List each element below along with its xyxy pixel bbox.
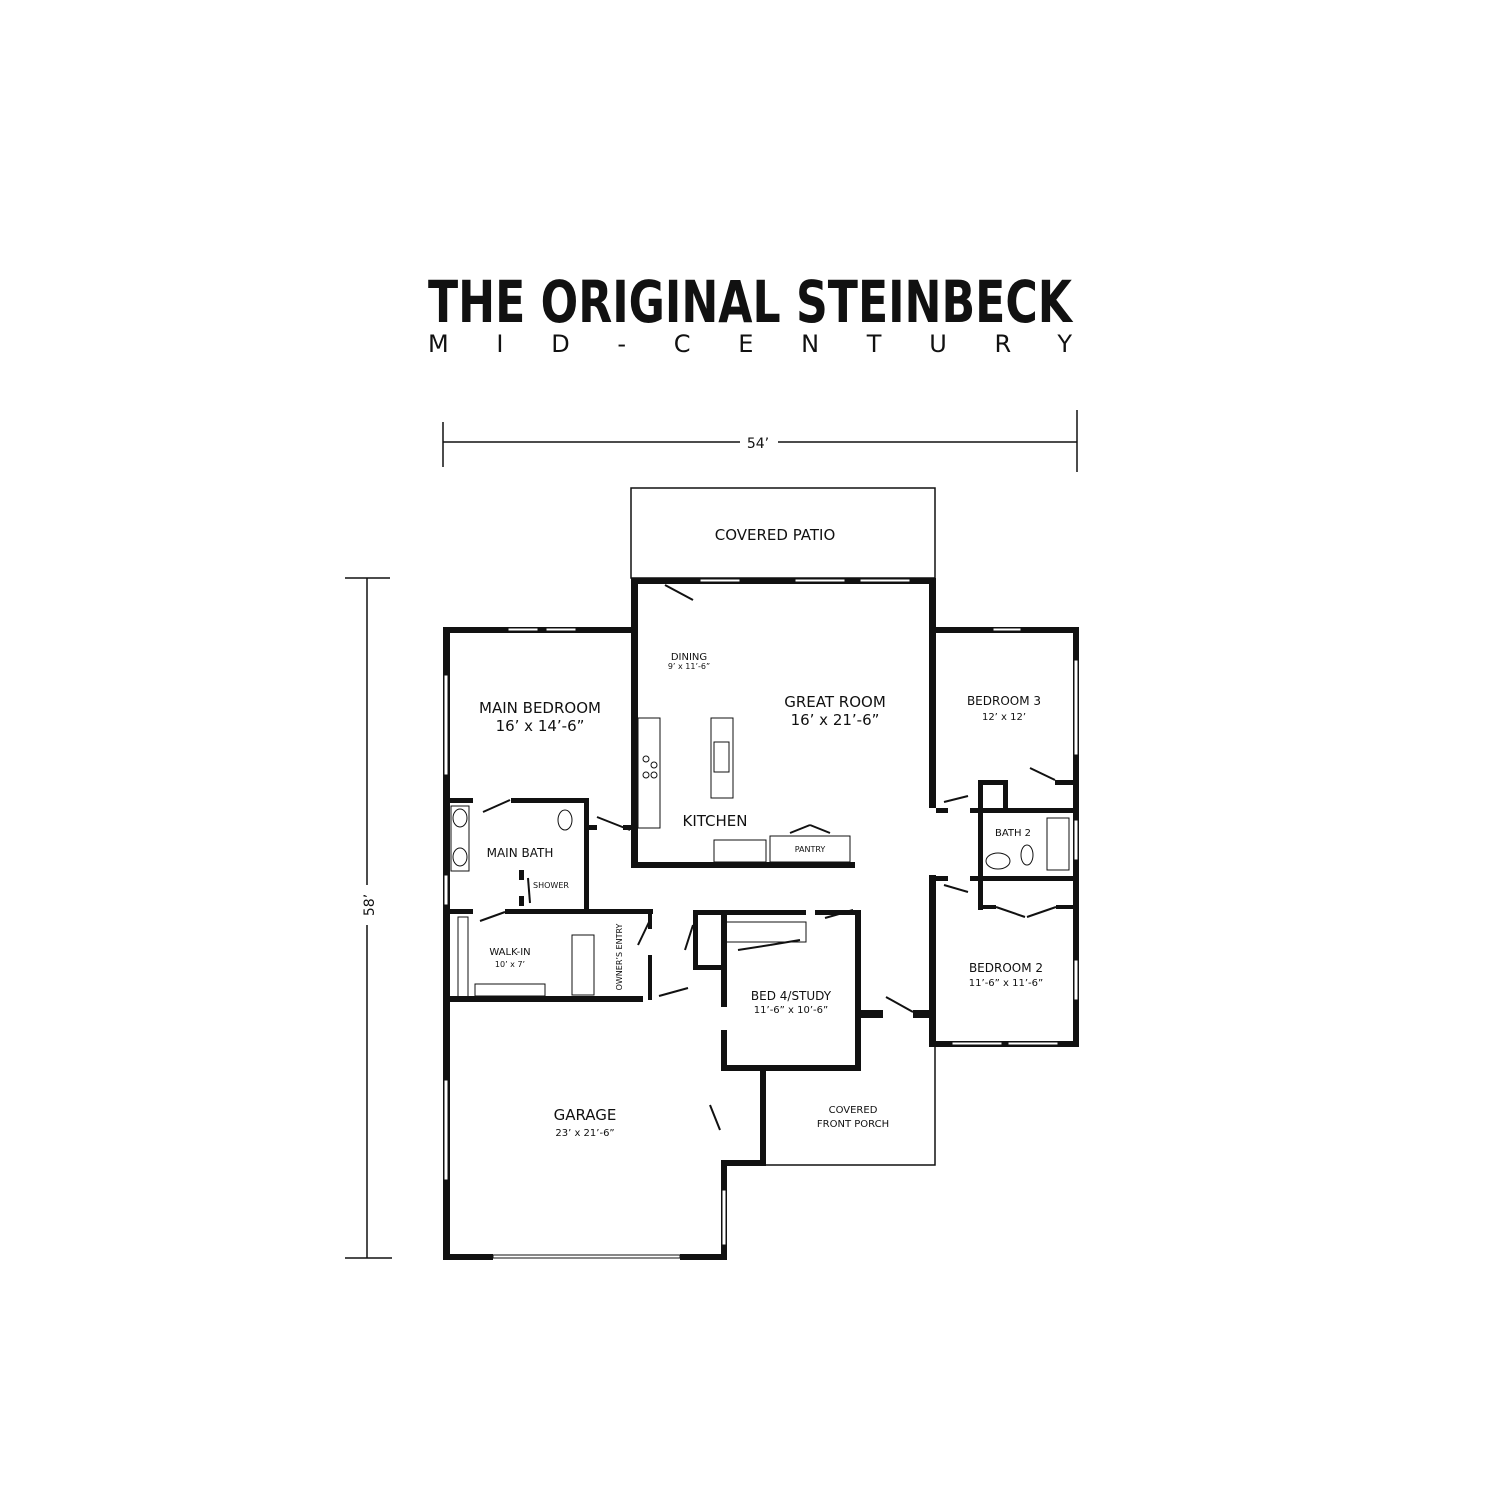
room-labels: COVERED PATIO DINING 9’ x 11’-6” GREAT R… — [479, 526, 1043, 1139]
bed4-label: BED 4/STUDY — [751, 989, 832, 1003]
main-bath-label: MAIN BATH — [487, 846, 554, 860]
kitchen-label: KITCHEN — [683, 812, 748, 830]
walls — [443, 578, 1079, 1260]
garage-size: 23’ x 21’-6” — [555, 1128, 614, 1139]
doors — [479, 584, 1057, 1131]
windows — [443, 578, 1079, 1259]
shower-label: SHOWER — [533, 881, 569, 890]
walk-in-size: 10’ x 7’ — [495, 960, 525, 969]
bedroom3-size: 12’ x 12’ — [982, 712, 1026, 723]
width-label: 54’ — [747, 436, 769, 452]
owners-entry-label: OWNER’S ENTRY — [615, 923, 624, 990]
bath2-label: BATH 2 — [995, 828, 1031, 839]
bedroom3-label: BEDROOM 3 — [967, 694, 1041, 708]
front-porch-label-1: COVERED — [829, 1105, 878, 1116]
pantry-label: PANTRY — [795, 845, 826, 854]
depth-label: 58’ — [362, 894, 378, 916]
bedroom2-size: 11’-6” x 11’-6” — [969, 978, 1043, 989]
plan-title: THE ORIGINAL STEINBECK — [428, 268, 1074, 336]
garage-label: GARAGE — [554, 1106, 617, 1124]
walk-in-label: WALK-IN — [489, 947, 530, 958]
bed4-size: 11’-6” x 10’-6” — [754, 1005, 828, 1016]
front-porch-label-2: FRONT PORCH — [817, 1119, 889, 1130]
main-bedroom-label: MAIN BEDROOM — [479, 699, 601, 717]
width-dimension: 54’ — [442, 410, 1078, 472]
great-room-label: GREAT ROOM — [784, 693, 886, 711]
dining-size: 9’ x 11’-6” — [668, 662, 710, 671]
great-room-size: 16’ x 21’-6” — [791, 711, 880, 729]
covered-patio-label: COVERED PATIO — [715, 526, 836, 544]
main-bedroom-size: 16’ x 14’-6” — [496, 717, 585, 735]
dining-label: DINING — [671, 652, 707, 663]
bedroom2-label: BEDROOM 2 — [969, 961, 1043, 975]
depth-dimension: 58’ — [345, 577, 392, 1259]
fixtures — [450, 717, 1070, 998]
